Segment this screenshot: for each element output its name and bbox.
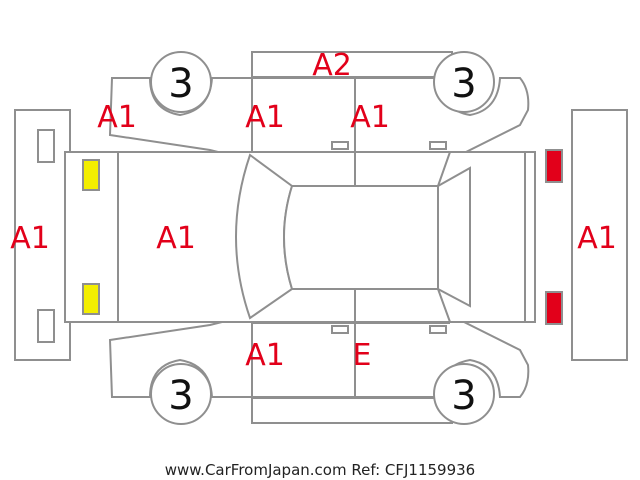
front-door-lower-code: A1 [245,338,285,373]
tire-rear-bottom-label: 3 [451,373,476,419]
tire-front-top-label: 3 [168,61,193,107]
tire-rear-top-label: 3 [451,61,476,107]
rear-door-upper-code: A1 [350,100,390,135]
rear-door-lower-code: E [353,338,372,373]
roof-strip-bottom [251,397,453,424]
front-bumper-code: A1 [10,221,50,256]
bottom-rear-door-handle [429,325,447,334]
rear-bumper [571,109,628,361]
front-headlight-top [82,159,100,191]
footer-reference: www.CarFromJapan.com Ref: CFJ1159936 [165,461,475,479]
tire-rear-bottom: 3 [433,363,495,425]
front-headlight-bottom [82,283,100,315]
roof-strip-top [251,51,453,78]
top-rear-door-handle [429,141,447,150]
top-front-door-handle [331,141,349,150]
tire-front-bottom: 3 [150,363,212,425]
rear-bumper-code: A1 [577,221,617,256]
front-fender-code: A1 [97,100,137,135]
roof-code: A2 [312,48,352,83]
front-door-upper-code: A1 [245,100,285,135]
rear-taillight-top [545,149,563,183]
tire-rear-top: 3 [433,51,495,113]
rear-window [437,166,471,308]
bottom-front-door-handle [331,325,349,334]
rear-pillar-top [437,151,451,187]
tire-front-top: 3 [150,51,212,113]
rear-taillight-bottom [545,291,563,325]
hood-code: A1 [156,221,196,256]
roof-panel [283,185,439,290]
rear-pillar-bottom [437,288,451,323]
front-bumper-slot-top [37,129,55,163]
tire-front-bottom-label: 3 [168,373,193,419]
bottom-side-body [108,314,530,398]
front-bumper-slot-bottom [37,309,55,343]
